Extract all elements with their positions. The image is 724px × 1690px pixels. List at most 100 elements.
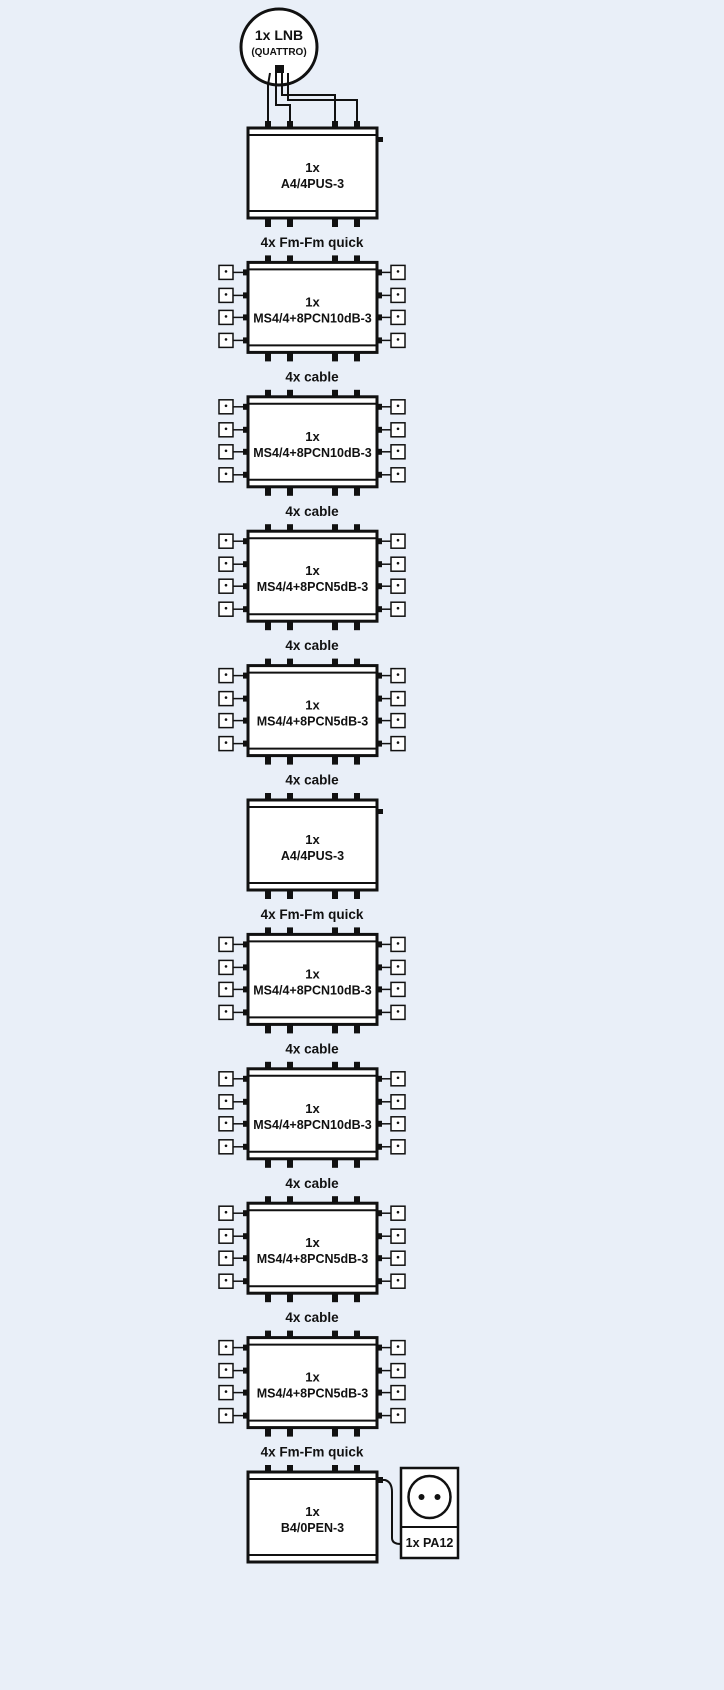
outlet-icon bbox=[377, 287, 406, 304]
output-port-icon bbox=[332, 1294, 338, 1303]
output-port-icon bbox=[265, 219, 271, 227]
outlet-icon bbox=[377, 1273, 406, 1289]
outlet-icon bbox=[377, 667, 406, 684]
outlet-icon bbox=[218, 578, 248, 594]
outlet-icon bbox=[377, 1250, 406, 1266]
device-box bbox=[246, 1067, 379, 1161]
outlet-icon bbox=[377, 399, 406, 415]
output-port-icon bbox=[354, 353, 360, 362]
input-port-icon bbox=[332, 1196, 338, 1205]
outlet-icon bbox=[218, 1004, 248, 1021]
output-port-icon bbox=[354, 1159, 360, 1168]
input-port-icon bbox=[332, 389, 338, 398]
outlet-icon bbox=[218, 1362, 248, 1379]
device-box bbox=[246, 932, 379, 1026]
output-port-icon bbox=[265, 487, 271, 496]
device-box bbox=[246, 1336, 379, 1430]
device-box bbox=[246, 529, 379, 623]
psu-label: 1x PA12 bbox=[406, 1536, 454, 1550]
outlet-icon bbox=[218, 422, 248, 438]
output-port-icon bbox=[332, 1428, 338, 1437]
device-qty: 1x bbox=[305, 429, 320, 444]
outlet-icon bbox=[218, 690, 248, 707]
output-port-icon bbox=[332, 219, 338, 227]
input-port-icon bbox=[287, 1061, 293, 1070]
input-port-icon bbox=[287, 255, 293, 264]
input-port-icon bbox=[265, 658, 271, 667]
input-port-icon bbox=[332, 121, 338, 129]
outlet-icon bbox=[218, 735, 248, 752]
device-model: MS4/4+8PCN10dB-3 bbox=[253, 446, 371, 460]
outlet-icon bbox=[377, 332, 406, 349]
input-port-icon bbox=[265, 1330, 271, 1339]
device-model: MS4/4+8PCN5dB-3 bbox=[257, 1252, 369, 1266]
device-qty: 1x bbox=[305, 1370, 320, 1385]
output-port-icon bbox=[354, 219, 360, 227]
device-qty: 1x bbox=[305, 160, 320, 175]
power-port-icon bbox=[378, 137, 383, 142]
output-port-icon bbox=[332, 1025, 338, 1034]
output-port-icon bbox=[287, 756, 293, 765]
socket-icon bbox=[407, 1474, 452, 1520]
output-port-icon bbox=[265, 353, 271, 362]
outlet-icon bbox=[377, 601, 406, 617]
output-port-icon bbox=[354, 756, 360, 765]
output-port-icon bbox=[265, 1159, 271, 1168]
outlet-icon bbox=[377, 1071, 406, 1087]
outlet-icon bbox=[218, 467, 248, 483]
link-label: 4x Fm-Fm quick bbox=[261, 1445, 364, 1460]
input-port-icon bbox=[332, 255, 338, 264]
output-port-icon bbox=[354, 1025, 360, 1034]
output-port-icon bbox=[287, 1294, 293, 1303]
outlet-icon bbox=[377, 735, 406, 752]
outlet-icon bbox=[377, 1004, 406, 1021]
device-box bbox=[246, 1201, 379, 1295]
outlet-icon bbox=[218, 1094, 248, 1110]
input-port-icon bbox=[354, 658, 360, 667]
input-port-icon bbox=[265, 793, 271, 801]
device-model: A4/4PUS-3 bbox=[281, 177, 344, 191]
input-port-icon bbox=[354, 793, 360, 801]
input-port-icon bbox=[287, 121, 293, 129]
output-port-icon bbox=[332, 353, 338, 362]
outlet-icon bbox=[377, 1339, 406, 1356]
output-port-icon bbox=[265, 756, 271, 765]
device-model: B4/0PEN-3 bbox=[281, 1521, 344, 1535]
input-port-icon bbox=[332, 1330, 338, 1339]
outlet-icon bbox=[218, 712, 248, 729]
outlet-icon bbox=[218, 533, 248, 549]
output-port-icon bbox=[287, 1025, 293, 1034]
input-port-icon bbox=[332, 524, 338, 533]
input-port-icon bbox=[332, 927, 338, 936]
outlet-icon bbox=[377, 712, 406, 729]
outlet-icon bbox=[377, 936, 406, 953]
outlet-icon bbox=[377, 981, 406, 998]
outlet-icon bbox=[377, 556, 406, 572]
outlet-icon bbox=[218, 556, 248, 572]
output-port-icon bbox=[265, 891, 271, 899]
link-label: 4x Fm-Fm quick bbox=[261, 235, 364, 250]
input-port-icon bbox=[265, 389, 271, 398]
input-port-icon bbox=[332, 658, 338, 667]
output-port-icon bbox=[354, 487, 360, 496]
outlet-icon bbox=[218, 264, 248, 281]
device-box bbox=[246, 664, 379, 758]
output-port-icon bbox=[265, 1294, 271, 1303]
input-port-icon bbox=[287, 1330, 293, 1339]
device-model: MS4/4+8PCN5dB-3 bbox=[257, 580, 369, 594]
outlet-icon bbox=[377, 533, 406, 549]
link-label: 4x cable bbox=[285, 1310, 339, 1325]
outlet-icon bbox=[218, 309, 248, 326]
input-port-icon bbox=[354, 1330, 360, 1339]
output-port-icon bbox=[287, 487, 293, 496]
device-qty: 1x bbox=[305, 563, 320, 578]
output-port-icon bbox=[354, 1428, 360, 1437]
device-model: MS4/4+8PCN5dB-3 bbox=[257, 1387, 369, 1401]
input-port-icon bbox=[287, 793, 293, 801]
